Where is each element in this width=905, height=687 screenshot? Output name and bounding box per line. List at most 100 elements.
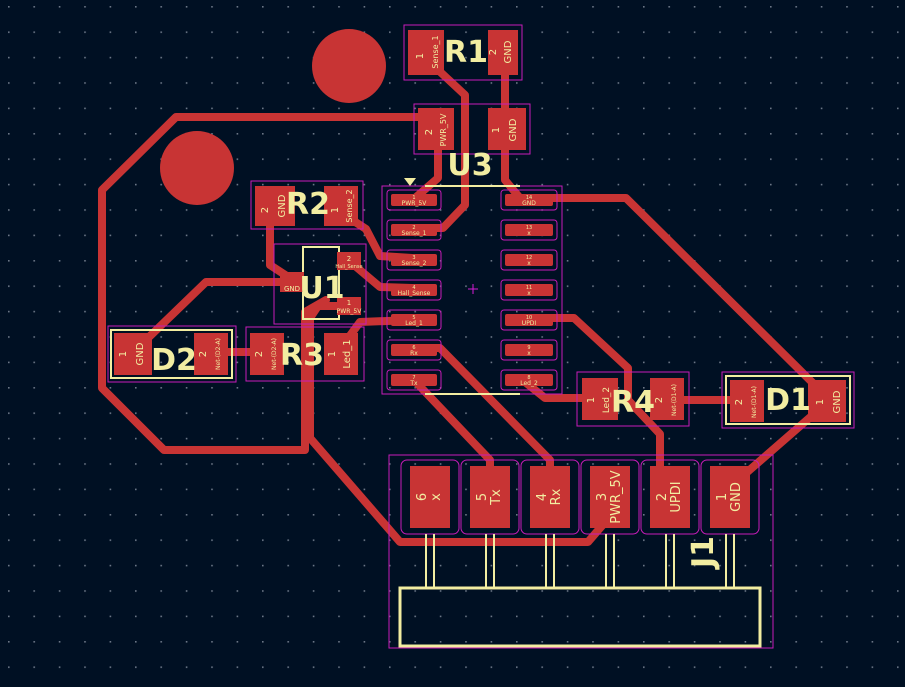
track-gnd-d1[interactable] [516, 194, 834, 404]
r4-pad2-number: 2 [654, 397, 665, 403]
d1-pad2[interactable] [730, 380, 764, 422]
u3-pin-14[interactable] [505, 194, 553, 206]
u3-pin-12-number: 12 [526, 255, 532, 261]
j1-pin-1-outline [700, 459, 760, 535]
r1-pad1[interactable] [408, 30, 444, 75]
led-d1[interactable]: 2 Net-(D1-A) 1 GND D1 [721, 371, 855, 429]
r3-pad2[interactable] [250, 333, 284, 375]
j1-pin-2[interactable] [650, 466, 690, 528]
u3-pin-9-outline [500, 339, 558, 361]
r1-pad2-number: 2 [488, 49, 499, 55]
u3-pin-9-net: x [527, 350, 531, 357]
u3-pin-6-outline [386, 339, 442, 361]
c1-pad1[interactable] [488, 108, 526, 150]
resistor-r3[interactable]: 2 Net-(D2-A) 1 Led_1 R3 [245, 326, 365, 382]
d2-reference: D2 [151, 343, 197, 378]
u3-pin-7[interactable] [391, 374, 437, 386]
u3-pin-6[interactable] [391, 344, 437, 356]
u3-pin-3-number: 3 [412, 255, 415, 261]
u3-pin-4-net: Hall_Sense [398, 290, 431, 297]
d2-pad1-number: 1 [118, 351, 129, 357]
r2-pad2[interactable] [255, 186, 295, 226]
u3-pin-8-number: 8 [527, 375, 530, 381]
u3-pin-8[interactable] [505, 374, 553, 386]
u3-pin-10[interactable] [505, 314, 553, 326]
j1-pin-6[interactable] [410, 466, 450, 528]
resistor-r1[interactable]: 1 Sense_1 2 GND R1 [403, 24, 523, 81]
j1-pin-2-number: 2 [655, 493, 670, 501]
u3-pin-12-net: x [527, 260, 531, 267]
led-d2[interactable]: 1 GND 2 Net-(D2-A) D2 [107, 325, 237, 383]
track-gnd-loop[interactable] [98, 113, 422, 454]
d2-pad1[interactable] [114, 333, 152, 375]
d2-pad2[interactable] [194, 333, 228, 375]
j1-pin-6-outline [400, 459, 460, 535]
r3-courtyard [245, 326, 365, 382]
u1-reference: U1 [299, 271, 344, 306]
r1-pad2[interactable] [488, 30, 518, 75]
j1-pin-4[interactable] [530, 466, 570, 528]
j1-reference: J1 [686, 536, 721, 570]
u1-courtyard [273, 243, 367, 325]
r4-pad1[interactable] [582, 378, 618, 420]
resistor-r4[interactable]: 1 Led_2 2 Net-(D1-A) R4 [576, 371, 690, 427]
u3-pin-10-number: 10 [526, 315, 532, 321]
r3-pad2-net: Net-(D2-A) [271, 338, 278, 370]
u3-pin-10-outline [500, 309, 558, 331]
r2-pad2-net: GND [277, 194, 288, 217]
r2-pad2-number: 2 [260, 207, 271, 213]
d1-pad1[interactable] [808, 380, 846, 422]
u1-pin2[interactable] [337, 252, 361, 270]
u3-pin-12[interactable] [505, 254, 553, 266]
track-u1-gnd-d2[interactable] [144, 278, 300, 342]
r3-pad1[interactable] [324, 333, 358, 375]
d1-pad2-net: Net-(D1-A) [751, 386, 758, 418]
u3-pin-3[interactable] [391, 254, 437, 266]
capacitor-c1[interactable]: 2 PWR_5V 1 GND [413, 103, 531, 155]
r2-pad1-net: Sense_2 [345, 189, 354, 222]
u3-pin-13[interactable] [505, 224, 553, 236]
u3-pin-11[interactable] [505, 284, 553, 296]
r2-pad1[interactable] [324, 186, 358, 226]
r1-pad1-number: 1 [415, 53, 426, 59]
j1-pin-3-outline [580, 459, 640, 535]
u3-pin-11-number: 11 [526, 285, 532, 291]
c1-courtyard [413, 103, 531, 155]
u1-pin1-number: 1 [347, 299, 351, 307]
j1-pin-5-outline [460, 459, 520, 535]
u1-pin3[interactable] [280, 272, 304, 292]
u3-pin-2-number: 2 [412, 225, 415, 231]
j1-pin-5-number: 5 [475, 493, 490, 501]
c1-pad2[interactable] [418, 108, 454, 150]
u3-pin-13-net: x [527, 230, 531, 237]
u3-pin-10-net: UPDI [522, 320, 537, 327]
track-updi[interactable] [516, 314, 664, 498]
u3-pin-1[interactable] [391, 194, 437, 206]
u3-pin-9[interactable] [505, 344, 553, 356]
sensor-pad-2[interactable] [160, 131, 234, 205]
r4-pad2[interactable] [650, 378, 684, 420]
j1-pin-3[interactable] [590, 466, 630, 528]
sensor-u1[interactable]: GND 2 Hall_Sense 1 PWR_5V U1 [273, 243, 367, 325]
u3-pin-1-outline [386, 189, 442, 211]
d1-silk [725, 375, 851, 425]
j1-pin-5-net: Tx [489, 489, 504, 506]
u3-pin-5[interactable] [391, 314, 437, 326]
u1-pin1-net: PWR_5V [337, 308, 363, 315]
u1-pin1[interactable] [337, 297, 361, 315]
u3-left-pins[interactable]: 1PWR_5V2Sense_13Sense_24Hall_Sense5Led_1… [386, 189, 442, 391]
sensor-pad-1[interactable] [312, 29, 386, 103]
d1-pad1-number: 1 [815, 399, 826, 405]
u3-pin-7-outline [386, 369, 442, 391]
j1-pin-1[interactable] [710, 466, 750, 528]
j1-pin-5[interactable] [470, 466, 510, 528]
ic-u3[interactable]: U3 1PWR_5V2Sense_13Sense_24Hall_Sense5Le… [381, 148, 563, 395]
resistor-r2[interactable]: 2 GND 1 Sense_2 R2 [250, 180, 364, 230]
u3-pin-4[interactable] [391, 284, 437, 296]
track-pwr-j1[interactable] [306, 302, 611, 546]
u3-pin-2[interactable] [391, 224, 437, 236]
